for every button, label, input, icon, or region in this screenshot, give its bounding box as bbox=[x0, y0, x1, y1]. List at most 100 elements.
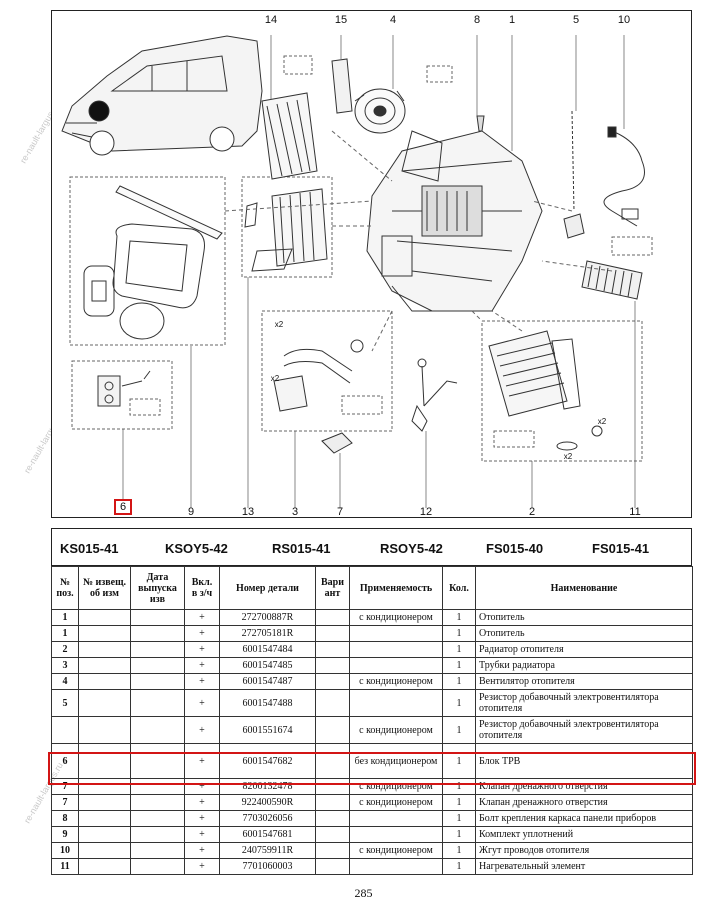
model-code: RSOY5-42 bbox=[380, 541, 443, 556]
cell-part: 6001547681 bbox=[219, 826, 316, 843]
table-row: 3 + 6001547485 1 Трубки радиатора bbox=[51, 657, 693, 674]
callout-6: 6 bbox=[119, 501, 127, 513]
cell-part: 6001547487 bbox=[219, 673, 316, 690]
cell-incl: + bbox=[184, 810, 220, 827]
model-code: RS015-41 bbox=[272, 541, 331, 556]
callout-11: 11 bbox=[629, 506, 641, 518]
cell-incl: + bbox=[184, 609, 220, 626]
cell-qty: 1 bbox=[442, 689, 476, 717]
callout-6-highlight bbox=[114, 499, 132, 515]
cell-part: 240759911R bbox=[219, 842, 316, 859]
table-row: 7 + 922400590R с кондиционером 1 Клапан … bbox=[51, 794, 693, 811]
cell-applic bbox=[349, 689, 443, 717]
filter-13 bbox=[244, 188, 328, 272]
cell-applic: с кондиционером bbox=[349, 794, 443, 811]
qty-mark: x2 bbox=[274, 320, 284, 329]
cell-applic: с кондиционером bbox=[349, 609, 443, 626]
cell-pos: 10 bbox=[51, 842, 79, 859]
cell-pos bbox=[51, 716, 79, 744]
cell-pos: 9 bbox=[51, 826, 79, 843]
callout-13: 13 bbox=[241, 506, 255, 518]
page-number: 285 bbox=[354, 886, 373, 900]
col-header-qty: Кол. bbox=[442, 566, 476, 610]
cell-applic bbox=[349, 858, 443, 875]
col-header-name: Наименование bbox=[475, 566, 693, 610]
diagram-drawing bbox=[61, 35, 653, 508]
table-row: 10 + 240759911R с кондиционером 1 Жгут п… bbox=[51, 842, 693, 859]
cell-name: Отопитель bbox=[475, 609, 693, 626]
cell-applic: без кондиционером bbox=[349, 743, 443, 779]
car-illustration bbox=[61, 35, 263, 156]
cell-incl: + bbox=[184, 826, 220, 843]
table-row: 2 + 6001547484 1 Радиатор отопителя bbox=[51, 641, 693, 658]
cell-incl: + bbox=[184, 625, 220, 642]
model-code: FS015-40 bbox=[486, 541, 544, 556]
model-codes-bar: KS015-41 KSOY5-42 RS015-41 RSOY5-42 FS01… bbox=[51, 528, 692, 566]
cell-incl: + bbox=[184, 842, 220, 859]
callout-9: 9 bbox=[187, 506, 195, 518]
table-row: 1 + 272705181R 1 Отопитель bbox=[51, 625, 693, 642]
cell-applic: с кондиционером bbox=[349, 716, 443, 744]
cell-part: 6001547682 bbox=[219, 743, 316, 779]
cell-name: Клапан дренажного отверстия bbox=[475, 794, 693, 811]
cell-name: Трубки радиатора bbox=[475, 657, 693, 674]
col-header-variant: Вари ант bbox=[315, 566, 350, 610]
cell-part: 6001547484 bbox=[219, 641, 316, 658]
parts-table: № поз. № извещ. об изм Дата выпуска изв … bbox=[51, 566, 693, 875]
cell-name: Комплект уплотнений bbox=[475, 826, 693, 843]
cell-part: 6001547485 bbox=[219, 657, 316, 674]
cell-qty: 1 bbox=[442, 842, 476, 859]
col-header-applic: Применяемость bbox=[349, 566, 443, 610]
cell-pos: 7 bbox=[51, 794, 79, 811]
cell-part: 922400590R bbox=[219, 794, 316, 811]
cell-name: Нагревательный элемент bbox=[475, 858, 693, 875]
cell-pos: 3 bbox=[51, 657, 79, 674]
cell-qty: 1 bbox=[442, 826, 476, 843]
cell-incl: + bbox=[184, 673, 220, 690]
cell-qty: 1 bbox=[442, 810, 476, 827]
cell-applic bbox=[349, 826, 443, 843]
model-code: KS015-41 bbox=[60, 541, 119, 556]
cell-name: Отопитель bbox=[475, 625, 693, 642]
cell-name: Блок ТРВ bbox=[475, 743, 693, 779]
cell-name: Резистор добавочный электровентилятора о… bbox=[475, 689, 693, 717]
table-header-row: № поз. № извещ. об изм Дата выпуска изв … bbox=[51, 566, 693, 610]
cell-incl: + bbox=[184, 716, 220, 744]
table-row: + 6001551674 с кондиционером 1 Резистор … bbox=[51, 716, 693, 744]
callout-8: 8 bbox=[473, 14, 481, 26]
callout-15: 15 bbox=[334, 14, 348, 26]
cell-applic: с кондиционером bbox=[349, 842, 443, 859]
callout-1: 1 bbox=[508, 14, 516, 26]
cell-incl: + bbox=[184, 689, 220, 717]
blower-fan-4 bbox=[354, 88, 406, 134]
cell-part: 6001547488 bbox=[219, 689, 316, 717]
cell-name: Болт крепления каркаса панели приборов bbox=[475, 810, 693, 827]
cell-incl: + bbox=[184, 657, 220, 674]
callout-5: 5 bbox=[572, 14, 580, 26]
cell-name: Резистор добавочный электровентилятора о… bbox=[475, 716, 693, 744]
cell-pos: 5 bbox=[51, 689, 79, 717]
cell-part: 272700887R bbox=[219, 609, 316, 626]
table-row: 9 + 6001547681 1 Комплект уплотнений bbox=[51, 826, 693, 843]
cell-name: Вентилятор отопителя bbox=[475, 673, 693, 690]
model-code: KSOY5-42 bbox=[165, 541, 228, 556]
col-header-notice: № извещ. об изм bbox=[78, 566, 131, 610]
table-row: 8 + 7703026056 1 Болт крепления каркаса … bbox=[51, 810, 693, 827]
cell-pos: 1 bbox=[51, 609, 79, 626]
cell-name: Радиатор отопителя bbox=[475, 641, 693, 658]
col-header-pos: № поз. bbox=[51, 566, 79, 610]
radiator-2 bbox=[488, 330, 603, 451]
cell-qty: 1 bbox=[442, 673, 476, 690]
cell-pos: 4 bbox=[51, 673, 79, 690]
table-row: 1 + 272700887R с кондиционером 1 Отопите… bbox=[51, 609, 693, 626]
callout-7: 7 bbox=[336, 506, 344, 518]
qty-mark: x2 bbox=[563, 452, 573, 461]
cell-applic bbox=[349, 657, 443, 674]
table-row: 5 + 6001547488 1 Резистор добавочный эле… bbox=[51, 689, 693, 717]
table-row: 4 + 6001547487 с кондиционером 1 Вентиля… bbox=[51, 673, 693, 690]
cell-incl: + bbox=[184, 641, 220, 658]
heater-element-11 bbox=[581, 260, 643, 300]
table-row-highlighted: 6 + 6001547682 без кондиционером 1 Блок … bbox=[51, 743, 693, 779]
callout-3: 3 bbox=[291, 506, 299, 518]
cell-pos: 1 bbox=[51, 625, 79, 642]
